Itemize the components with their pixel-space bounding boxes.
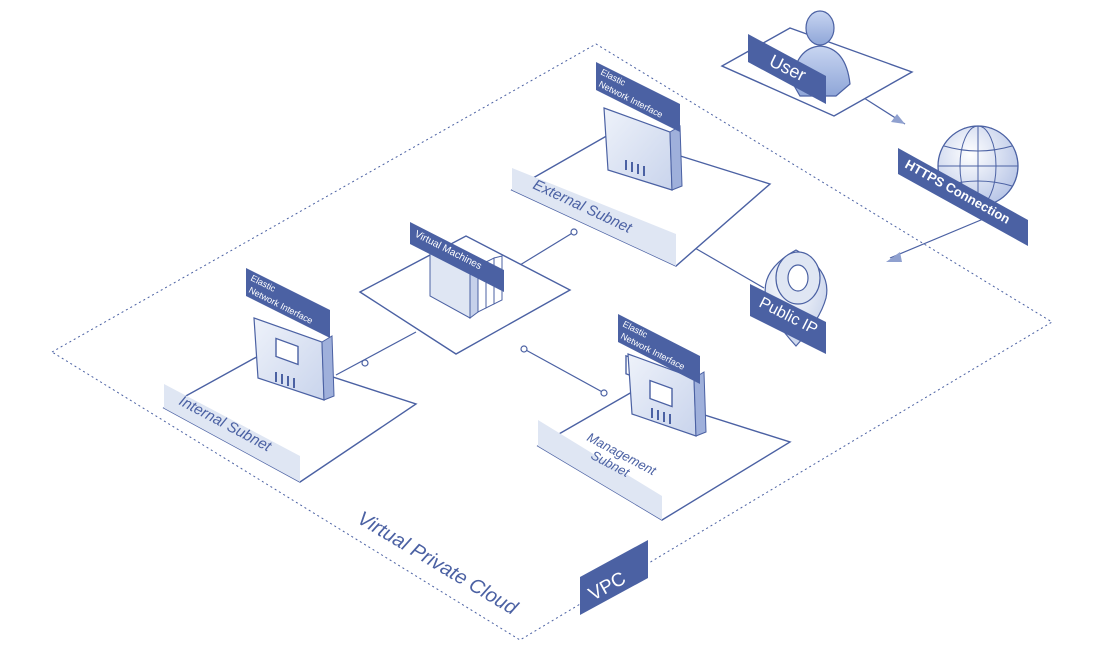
eni-card-icon: [627, 353, 707, 437]
vpc-region-label: Virtual Private Cloud: [353, 507, 521, 620]
arrow-to-public-ip-icon: [886, 252, 902, 262]
vpc-badge: VPC: [580, 540, 648, 615]
public-ip-node: Public IP: [750, 249, 828, 354]
management-subnet[interactable]: Management Subnet Elastic Network Interf…: [536, 314, 792, 521]
eni-card-icon: [253, 317, 335, 401]
virtual-machines-node[interactable]: Virtual Machines: [358, 222, 572, 355]
https-connection-node: HTTPS Connection: [898, 125, 1028, 246]
vpc-boundary: [51, 43, 1053, 641]
user-node[interactable]: User: [720, 10, 914, 117]
arrow-to-https-icon: [891, 114, 905, 124]
